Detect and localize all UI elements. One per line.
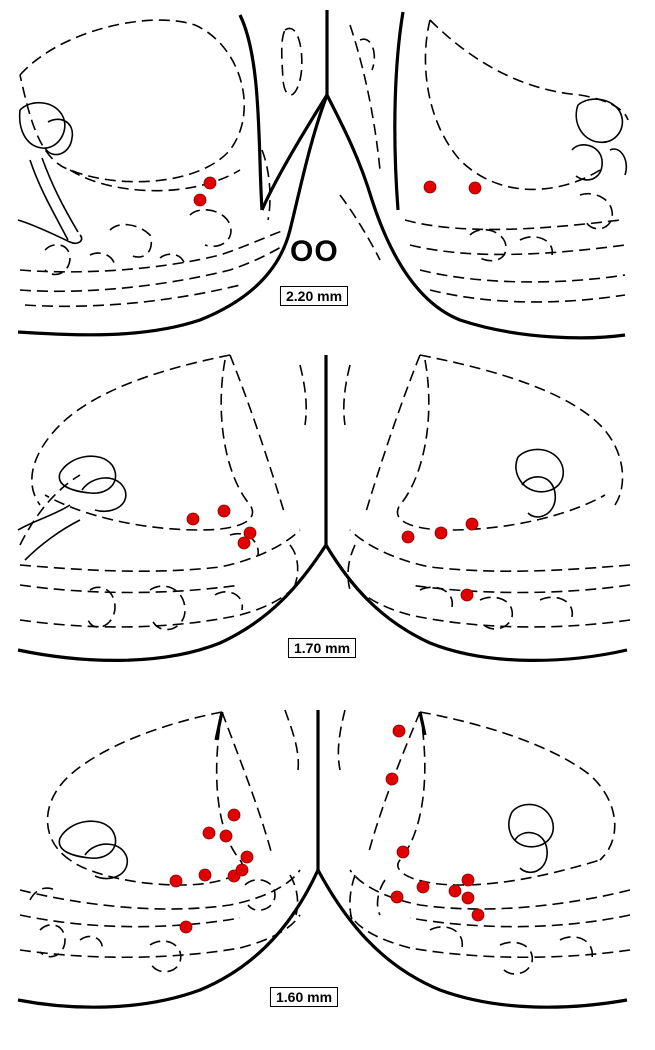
marker-dot-s3-1 <box>392 724 406 738</box>
marker-dot-s3-7 <box>240 850 254 864</box>
section-label-1-70mm: 1.70 mm <box>287 638 357 658</box>
marker-dot-s3-4 <box>202 826 216 840</box>
marker-dot-s3-3 <box>227 808 241 822</box>
marker-dot-s2-3 <box>243 526 257 540</box>
marker-dot-s2-7 <box>465 517 479 531</box>
marker-dot-s2-6 <box>434 526 448 540</box>
section-2-20mm-outline <box>17 10 629 340</box>
marker-dot-s1-2 <box>193 193 207 207</box>
marker-dot-s1-4 <box>468 181 482 195</box>
marker-dot-s3-6 <box>396 845 410 859</box>
marker-dot-s2-8 <box>460 588 474 602</box>
section-1-70mm: 1.70 mm <box>0 345 655 690</box>
marker-dot-s3-8 <box>169 874 183 888</box>
marker-dot-s1-3 <box>423 180 437 194</box>
marker-dot-s3-11 <box>235 863 249 877</box>
marker-dot-s3-14 <box>448 884 462 898</box>
marker-dot-s2-2 <box>217 504 231 518</box>
marker-dot-s2-5 <box>401 530 415 544</box>
marker-dot-s2-4 <box>237 536 251 550</box>
oo-annotation: OO <box>290 235 339 268</box>
marker-dot-s3-13 <box>416 880 430 894</box>
marker-dot-s3-18 <box>179 920 193 934</box>
section-1-70mm-outline <box>17 354 631 662</box>
section-2-20mm: OO 2.20 mm <box>0 0 655 345</box>
marker-dot-s3-12 <box>390 890 404 904</box>
marker-dot-s1-1 <box>203 176 217 190</box>
marker-dot-s3-9 <box>198 868 212 882</box>
marker-dot-s3-2 <box>385 772 399 786</box>
section-1-60mm-outline <box>17 709 631 1009</box>
section-label-2-20mm: 2.20 mm <box>279 286 349 306</box>
marker-dot-s3-17 <box>471 908 485 922</box>
marker-dot-s3-15 <box>461 873 475 887</box>
marker-dot-s3-16 <box>461 891 475 905</box>
section-label-1-60mm: 1.60 mm <box>269 987 339 1007</box>
section-1-60mm: 1.60 mm <box>0 690 655 1050</box>
marker-dot-s3-5 <box>219 829 233 843</box>
marker-dot-s2-1 <box>186 512 200 526</box>
